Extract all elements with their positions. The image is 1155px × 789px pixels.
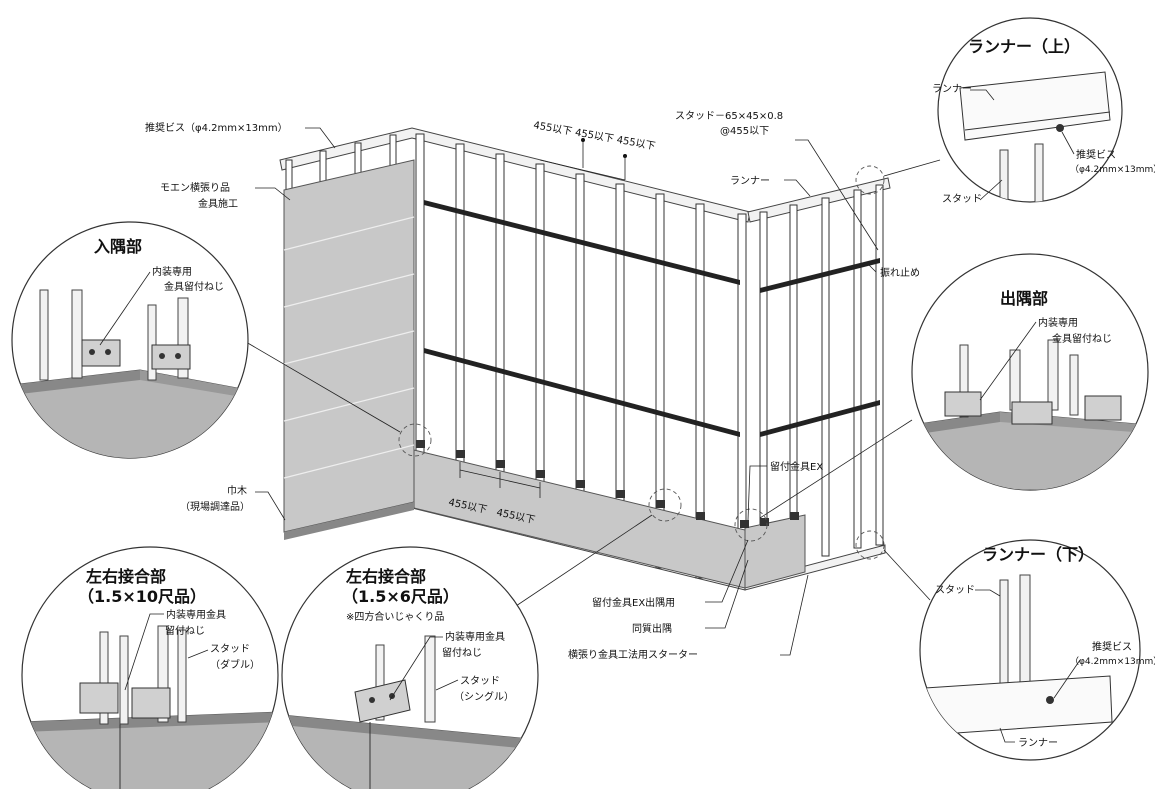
joint10-stud-type: （ダブル）: [210, 658, 260, 671]
label-sway-brace: 振れ止め: [880, 266, 920, 279]
runner-top-runner: ランナー: [932, 83, 972, 95]
runner-bottom-title: ランナー（下）: [982, 545, 1094, 564]
runner-top-screw-spec: （φ4.2mm×13mm）: [1070, 164, 1155, 175]
runner-top-stud: スタッド: [942, 193, 982, 205]
inner-corner-note2: 金具留付ねじ: [164, 280, 224, 293]
sway-brace-upper: [424, 200, 740, 285]
label-stud-pitch: @455以下: [720, 126, 769, 137]
label-fix-ex-outer: 留付金具EX出隅用: [592, 596, 675, 609]
moen-board-left: [283, 159, 415, 533]
label-recommended-screw: 推奨ビス（φ4.2mm×13mm）: [145, 121, 288, 134]
label-stud-spec: スタッド－65×45×0.8: [675, 110, 783, 122]
dimension-top: [539, 138, 627, 181]
joint10-note1: 内装専用金具: [166, 608, 226, 621]
joint10-title2: （1.5×10尺品）: [78, 587, 206, 606]
label-baseboard-note: （現場調達品）: [180, 500, 250, 513]
joint6-stud: スタッド: [460, 675, 500, 687]
detail-runner-bottom: ランナー（下） スタッド 推奨ビス （φ4.2mm×13mm） ランナー: [919, 539, 1155, 761]
top-runner-back: [279, 127, 751, 223]
detail-joint-10: 左右接合部 （1.5×10尺品） 内装専用金具 留付ねじ スタッド （ダブル）: [21, 546, 279, 789]
moen-board-corner: [744, 514, 806, 589]
joint6-stud-type: （シングル）: [454, 690, 514, 703]
fix-clips: [416, 440, 799, 528]
outer-corner-note2: 金具留付ねじ: [1052, 332, 1112, 345]
joint6-note2: 留付ねじ: [442, 646, 482, 659]
joint6-title1: 左右接合部: [345, 567, 426, 586]
joint10-note2: 留付ねじ: [165, 624, 205, 637]
focus-joint: [648, 488, 682, 522]
outer-corner-note1: 内装専用: [1038, 316, 1078, 329]
wall-frame: [279, 127, 891, 591]
detail-joint-6: 左右接合部 （1.5×6尺品） ※四方合いじゃくり品 内装専用金具 留付ねじ ス…: [281, 546, 539, 789]
label-same-corner: 同質出隅: [632, 622, 672, 635]
detail-runner-top: ランナー（上） ランナー 推奨ビス （φ4.2mm×13mm） スタッド: [932, 17, 1155, 205]
runner-bottom-screw-spec: （φ4.2mm×13mm）: [1070, 656, 1155, 667]
label-starter: 横張り金具工法用スターター: [568, 648, 698, 661]
dimension-bottom: [459, 462, 541, 498]
studs-right: [759, 184, 884, 573]
joint6-title3: ※四方合いじゃくり品: [346, 610, 444, 623]
label-runner: ランナー: [730, 175, 770, 187]
runner-bottom-runner: ランナー: [1018, 737, 1058, 749]
label-moen-1: モエン横張り品: [160, 181, 230, 194]
inner-corner-title: 入隅部: [94, 237, 142, 256]
runner-top-title: ランナー（上）: [968, 37, 1080, 56]
runner-bottom-stud: スタッド: [935, 584, 975, 596]
runner-bottom-screw: 推奨ビス: [1092, 640, 1132, 653]
outer-corner-title: 出隅部: [1000, 289, 1048, 308]
joint10-title1: 左右接合部: [85, 567, 166, 586]
label-baseboard: 巾木: [227, 484, 247, 497]
baseboard: [284, 502, 414, 540]
focus-outer-corner: [734, 508, 768, 542]
focus-inner-corner: [398, 423, 432, 457]
focus-runner-top: [855, 165, 885, 195]
joint10-stud: スタッド: [210, 643, 250, 655]
label-fix-ex: 留付金具EX: [770, 460, 823, 473]
top-runner-right: [747, 177, 891, 223]
joint6-note1: 内装専用金具: [445, 630, 505, 643]
focus-runner-bottom: [855, 530, 885, 560]
detail-inner-corner: 入隅部 内装専用 金具留付ねじ: [11, 221, 249, 459]
inner-corner-note1: 内装専用: [152, 265, 192, 278]
label-dim-top: 455以下 455以下 455以下: [532, 120, 656, 152]
sway-brace-lower: [424, 348, 740, 437]
detail-outer-corner: 出隅部 内装専用 金具留付ねじ: [911, 253, 1149, 491]
runner-top-screw: 推奨ビス: [1076, 148, 1116, 161]
joint6-title2: （1.5×6尺品）: [342, 587, 459, 606]
label-moen-2: 金具施工: [198, 197, 238, 210]
